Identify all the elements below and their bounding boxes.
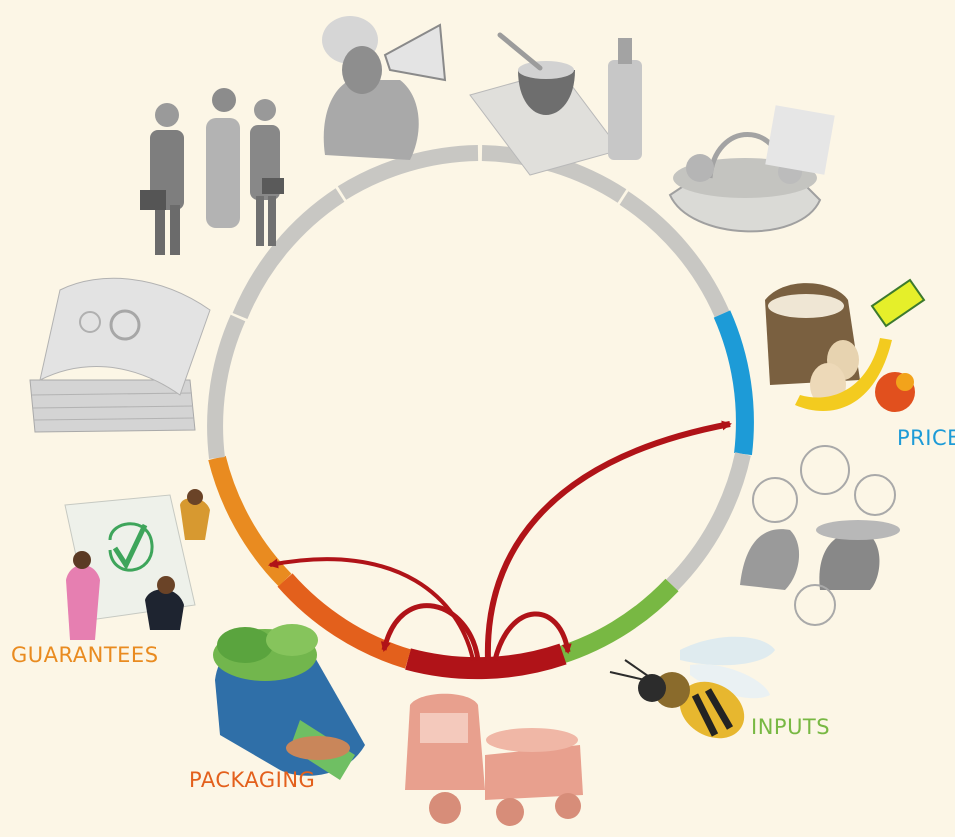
ring-segment-top-1 [337, 145, 479, 200]
ideas-people-icon [740, 445, 900, 626]
certificate-people-icon [64, 489, 210, 640]
guarantees-label: GUARANTEES [11, 643, 159, 667]
megaphone-woman-icon [322, 16, 447, 160]
arrow-to-price [484, 420, 732, 661]
packaging-label: PACKAGING [189, 768, 316, 792]
ring-segment-left [207, 314, 246, 459]
ring-segment-price [713, 310, 754, 456]
ring-segment-upper-left [232, 188, 345, 320]
delivery-tricycle-icon [405, 693, 583, 826]
ring-segment-core [405, 643, 567, 680]
ring-segment-lower-right [666, 452, 751, 591]
ring-segment-guarantees [208, 455, 292, 587]
ring [207, 145, 754, 680]
ring-segment-packaging [277, 573, 411, 669]
arrow-to-packaging [380, 603, 481, 661]
business-people-icon [140, 88, 284, 255]
produce-basket-icon [668, 105, 835, 233]
priced-produce-icon [765, 278, 926, 412]
banknotes-icon [29, 277, 211, 433]
vegetable-bundle-icon [213, 624, 365, 780]
arrows [268, 420, 732, 661]
arrow-to-guarantees [268, 557, 475, 661]
ring-segment-upper-right [619, 191, 730, 318]
price-label: PRICE [897, 426, 955, 450]
arrow-to-inputs [492, 611, 572, 661]
meal-bowl-bottle-icon [469, 32, 642, 176]
inputs-label: INPUTS [751, 715, 831, 739]
honeybee-icon [609, 636, 775, 739]
